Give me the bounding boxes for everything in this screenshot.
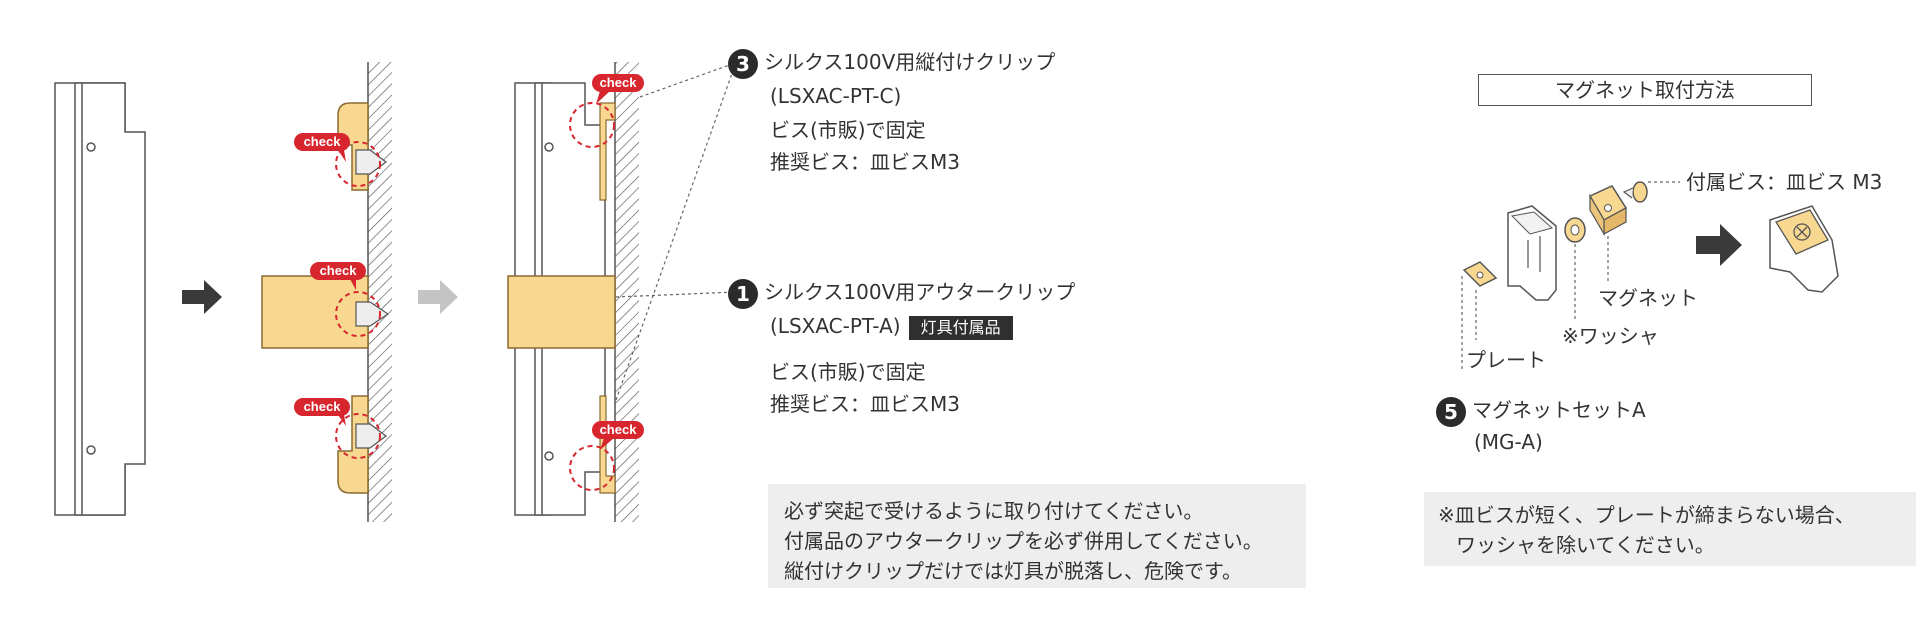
clip1-number: 1 <box>728 278 758 309</box>
vertical-clip-bottom <box>337 395 369 494</box>
check-label: check <box>320 263 358 278</box>
clip3-number: 3 <box>728 48 758 79</box>
clip1-code: (LSXAC-PT-A) <box>770 314 901 338</box>
clip3-code: (LSXAC-PT-C) <box>770 84 902 108</box>
magnet-screw-label: 付属ビス：皿ビス M3 <box>1686 170 1883 194</box>
clip1-code-row: (LSXAC-PT-A) 灯具付属品 <box>770 312 1013 340</box>
magnet-magnet-label: マグネット <box>1598 286 1698 310</box>
warning-line: 必ず突起で受けるように取り付けてください。 <box>784 499 1204 523</box>
arrow-light-icon <box>418 280 458 314</box>
magnet-set-name: マグネットセットA <box>1472 398 1646 422</box>
accessory-badge: 灯具付属品 <box>908 315 1013 340</box>
clip3-fix: ビス(市販)で固定 <box>770 118 926 142</box>
leader-lines <box>615 62 736 401</box>
warning-line: 付属品のアウタークリップを必ず併用してください。 <box>784 529 1263 553</box>
magnet-washer-label: ※ワッシャ <box>1562 324 1659 348</box>
check-label: check <box>600 422 638 437</box>
fixture-mounted <box>507 62 639 522</box>
magnet-note-box: ※皿ビスが短く、プレートが締まらない場合、 ワッシャを除いてください。 <box>1424 492 1916 566</box>
check-badges <box>294 74 644 450</box>
outer-clip-mounted <box>507 275 616 349</box>
outer-clip <box>261 275 369 349</box>
warning-box: 必ず突起で受けるように取り付けてください。 付属品のアウタークリップを必ず併用し… <box>768 484 1306 588</box>
check-label: check <box>304 134 342 149</box>
magnet-exploded <box>1461 181 1839 372</box>
warning-line: 縦付けクリップだけでは灯具が脱落し、危険です。 <box>784 559 1242 583</box>
magnet-plate-label: プレート <box>1466 348 1546 372</box>
magnet-title: マグネット取付方法 <box>1478 74 1812 106</box>
fixture-only <box>54 82 146 516</box>
clip1-screw: 推奨ビス：皿ビスM3 <box>770 392 960 416</box>
magnet-set-number: 5 <box>1436 396 1466 427</box>
clip1-name: シルクス100V用アウタークリップ <box>764 280 1076 304</box>
clip3-screw: 推奨ビス：皿ビスM3 <box>770 150 960 174</box>
wall-with-clips <box>261 62 392 522</box>
check-label: check <box>600 75 638 90</box>
magnet-note-line: ※皿ビスが短く、プレートが締まらない場合、 <box>1438 503 1855 527</box>
clip3-name: シルクス100V用縦付けクリップ <box>764 50 1056 74</box>
check-label: check <box>304 399 342 414</box>
magnet-set-code: (MG-A) <box>1474 430 1543 454</box>
arrow-dark-icon <box>182 280 222 314</box>
magnet-note-line: ワッシャを除いてください。 <box>1456 533 1715 557</box>
clip1-fix: ビス(市販)で固定 <box>770 360 926 384</box>
